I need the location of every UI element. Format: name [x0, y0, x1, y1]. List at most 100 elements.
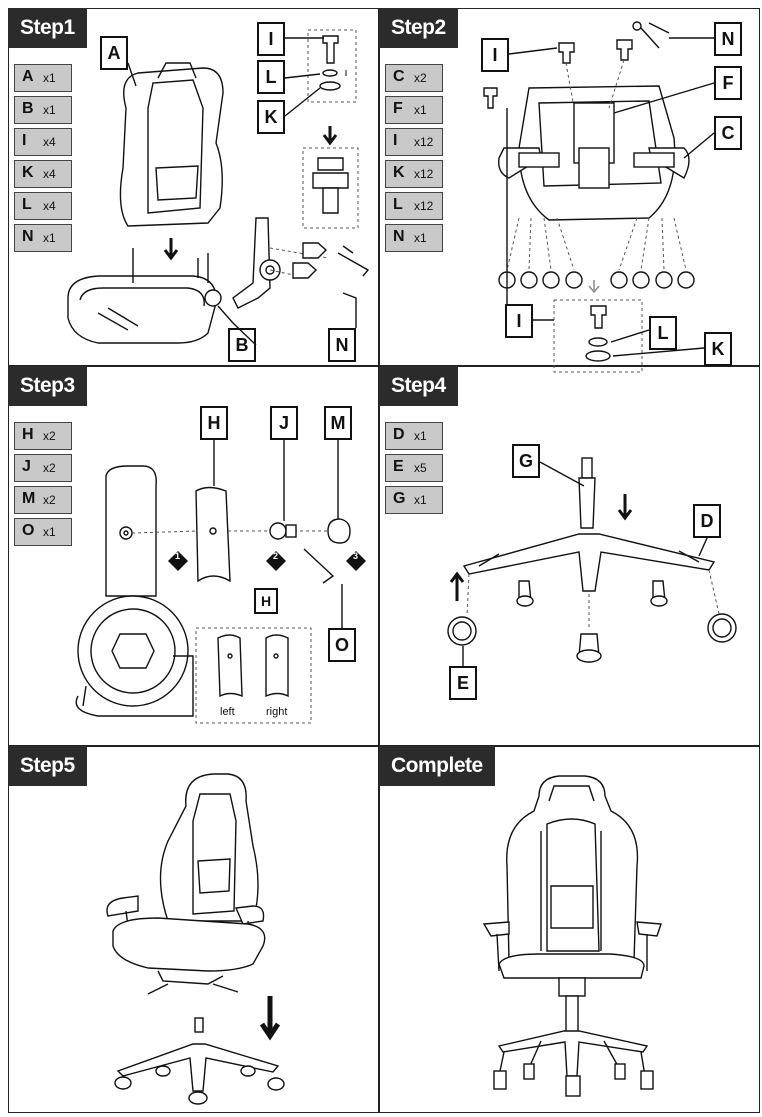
- inset-label-right: right: [266, 706, 288, 718]
- leader-lines: [213, 440, 343, 628]
- star-base-drawing: [116, 1043, 280, 1092]
- label-tag: L: [257, 60, 285, 94]
- label-tag: K: [704, 332, 732, 366]
- inset-label-left: left: [220, 706, 235, 718]
- label-tag: E: [449, 666, 477, 700]
- armrest-right: [636, 921, 662, 937]
- column-divider: [378, 8, 380, 1113]
- arrow-down-icon: [322, 126, 338, 146]
- label-tag: A: [100, 36, 128, 70]
- hex-key-icon: [640, 22, 670, 49]
- hex-key-icon: [303, 548, 335, 584]
- step5-panel: Step5: [8, 746, 378, 1113]
- step-badge: 3: [353, 551, 359, 561]
- bracket-drawing: [232, 217, 271, 309]
- row-divider: [8, 745, 760, 747]
- cap-icon: [327, 518, 351, 544]
- hex-key-icon: [337, 245, 370, 277]
- step-title: Step1: [8, 8, 87, 48]
- row-divider: [8, 365, 760, 367]
- armrest-right: [234, 905, 265, 925]
- complete-illustration: [482, 775, 662, 1097]
- bolt-icon: [558, 42, 575, 64]
- step3-illustration: [75, 465, 366, 724]
- step-title: Step4: [379, 366, 458, 406]
- arrow-down-icon: [259, 996, 281, 1041]
- leader-lines: [127, 37, 357, 346]
- seat-drawing: [112, 917, 266, 972]
- bolt-icon: [616, 39, 633, 61]
- leader-lines: [508, 37, 715, 357]
- step-title: Step2: [379, 8, 458, 48]
- armrest-left: [482, 921, 510, 937]
- label-tag: L: [649, 316, 677, 350]
- label-tag: N: [714, 22, 742, 56]
- step2-illustration: [483, 21, 695, 373]
- seat-drawing: [498, 953, 645, 979]
- step-title: Step5: [8, 746, 87, 786]
- arrow-down-icon: [588, 280, 600, 294]
- gas-lift-drawing: [194, 1017, 204, 1033]
- label-tag: I: [505, 304, 533, 338]
- label-tag: I: [257, 22, 285, 56]
- label-tag: H: [200, 406, 228, 440]
- label-tag: M: [324, 406, 352, 440]
- label-tag: C: [714, 116, 742, 150]
- label-tag: G: [512, 444, 540, 478]
- leader-lines: [462, 461, 708, 666]
- bolt-icon: [322, 35, 339, 64]
- step-badge: 2: [273, 551, 279, 561]
- arrow-up-icon: [449, 571, 465, 601]
- left-right-inset: [195, 627, 312, 724]
- bolt-icon: [483, 87, 498, 109]
- star-base-drawing: [462, 533, 716, 592]
- star-base-drawing: [497, 1030, 649, 1077]
- armrest-left: [106, 895, 139, 917]
- label-tag: J: [270, 406, 298, 440]
- label-tag: F: [714, 66, 742, 100]
- step-badge: 1: [175, 551, 181, 561]
- label-tag: I: [481, 38, 509, 72]
- label-tag: D: [693, 504, 721, 538]
- caster-set: [447, 580, 737, 663]
- label-tag: N: [328, 328, 356, 362]
- label-tag: H: [254, 588, 278, 614]
- step4-illustration: [447, 457, 737, 663]
- label-tag: O: [328, 628, 356, 662]
- arrow-down-icon: [617, 494, 633, 521]
- step5-illustration: [106, 773, 285, 1105]
- hardware-box: [307, 29, 357, 103]
- label-tag: B: [228, 328, 256, 362]
- seat-drawing: [67, 275, 217, 344]
- step-title: Complete: [379, 746, 495, 786]
- complete-panel: Complete: [379, 746, 760, 1113]
- backrest-drawing: [506, 775, 639, 962]
- label-tag: K: [257, 100, 285, 134]
